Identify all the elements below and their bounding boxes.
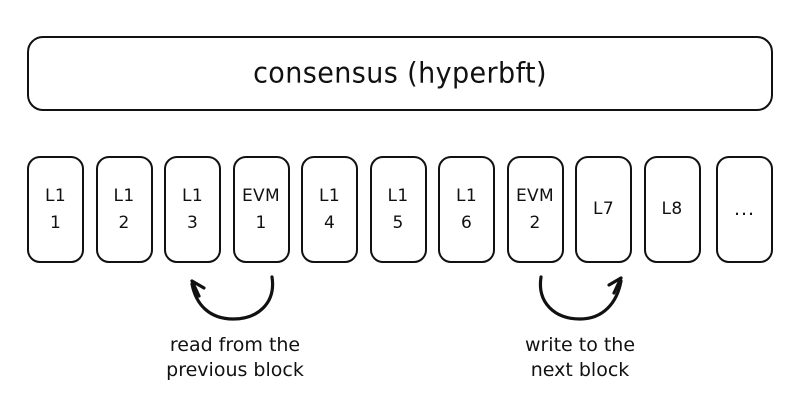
block-label-top: EVM (242, 185, 280, 206)
block-label-top: L1 (319, 185, 340, 206)
block-evm-2: EVM 2 (506, 156, 564, 263)
block-label-bottom: 2 (529, 212, 541, 233)
block-label-top: L1 (456, 185, 477, 206)
write-to-next-block-arrow (538, 275, 623, 321)
block-l1-5: L1 5 (369, 156, 427, 263)
block-ellipsis: ... (716, 156, 773, 263)
caption-read-from-previous-block: read from the previous block (115, 333, 355, 383)
read-from-previous-block-arrow (190, 275, 275, 321)
block-label-bottom: 5 (392, 212, 404, 233)
consensus-box: consensus (hyperbft) (27, 36, 773, 111)
block-l1-3: L1 3 (164, 156, 221, 263)
block-label-bottom: 1 (255, 212, 267, 233)
block-label-bottom: 1 (49, 212, 62, 233)
block-sequence: L1 1 L1 2 L1 3 EVM 1 L1 4 L1 5 L1 6 EVM (27, 156, 773, 263)
block-label-bottom: 4 (323, 212, 336, 233)
block-label-top: L1 (113, 185, 135, 206)
block-l1-2: L1 2 (95, 156, 153, 263)
block-l1-6: L1 6 (438, 156, 495, 263)
block-evm-1: EVM 1 (232, 156, 290, 263)
caption-line-1: write to the (524, 334, 636, 356)
caption-line-2: previous block (166, 359, 304, 381)
block-l1-4: L1 4 (301, 156, 358, 263)
block-label-bottom: 3 (186, 212, 199, 233)
block-label-bottom: 2 (118, 212, 130, 233)
block-label-top: L1 (45, 185, 66, 206)
block-label-top: EVM (516, 185, 554, 206)
consensus-label: consensus (hyperbft) (253, 57, 547, 90)
block-label-top: L7 (593, 199, 614, 219)
caption-line-2: next block (530, 359, 630, 381)
block-l7: L7 (575, 156, 632, 263)
block-l8: L8 (643, 156, 701, 263)
ellipsis-label: ... (733, 198, 756, 220)
block-label-top: L1 (387, 185, 409, 206)
block-l1-1: L1 1 (27, 156, 84, 263)
block-label-top: L8 (661, 199, 683, 219)
block-label-bottom: 6 (460, 212, 473, 233)
block-label-top: L1 (182, 185, 203, 206)
caption-line-1: read from the (169, 334, 301, 356)
caption-write-to-next-block: write to the next block (460, 333, 700, 383)
